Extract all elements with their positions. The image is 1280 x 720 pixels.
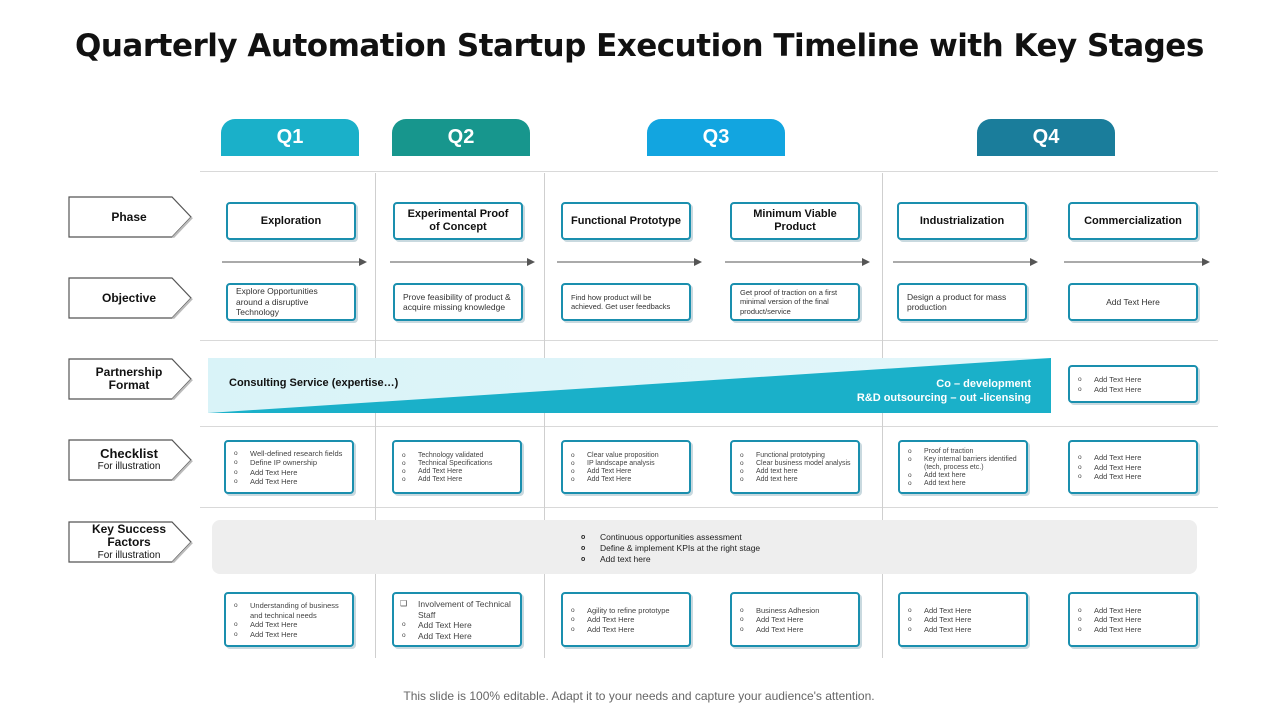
list-item: Add Text Here: [569, 625, 683, 635]
list-item: Add Text Here: [1076, 606, 1190, 616]
quarter-tab-q2: Q2: [392, 119, 530, 156]
checklist-box-5: Proof of traction Key internal barriers …: [898, 440, 1028, 494]
list-item: Add Text Here: [232, 468, 346, 478]
bottom-box-6: Add Text Here Add Text Here Add Text Her…: [1068, 592, 1198, 647]
slide-title: Quarterly Automation Startup Execution T…: [75, 28, 1204, 64]
timeline-arrow: [557, 258, 702, 266]
list-item: Add Text Here: [1076, 472, 1190, 482]
list-item: Define & implement KPIs at the right sta…: [580, 543, 760, 554]
phase-box-mvp: Minimum Viable Product: [730, 202, 860, 240]
list-item: Add Text Here: [1076, 385, 1190, 395]
list-item: Add Text Here: [1076, 453, 1190, 463]
list-item: Add Text Here: [738, 615, 852, 625]
objective-box-3: Find how product will be achieved. Get u…: [561, 283, 691, 321]
list-item: Understanding of business and technical …: [232, 601, 346, 620]
list-item: Add Text Here: [569, 615, 683, 625]
column-divider: [375, 173, 376, 658]
column-divider: [882, 173, 883, 658]
list-item: Add text here: [580, 554, 760, 565]
list-item: Add text here: [738, 476, 852, 484]
list-item: Add Text Here: [569, 476, 683, 484]
key-success-factors-band: Continuous opportunities assessment Defi…: [212, 520, 1197, 574]
list-item: Key internal barriers identified (tech, …: [906, 456, 1020, 472]
list-item: Add Text Here: [906, 615, 1020, 625]
list-item: IP landscape analysis: [569, 460, 683, 468]
footer-note: This slide is 100% editable. Adapt it to…: [403, 689, 875, 703]
timeline-arrow: [222, 258, 367, 266]
list-item: Add Text Here: [400, 468, 514, 476]
quarter-tab-q3: Q3: [647, 119, 785, 156]
objective-box-2: Prove feasibility of product & acquire m…: [393, 283, 523, 321]
timeline-arrow: [390, 258, 535, 266]
phase-box-industrialization: Industrialization: [897, 202, 1027, 240]
list-item: Add text here: [738, 468, 852, 476]
list-item: Clear business model analysis: [738, 460, 852, 468]
list-item: Add Text Here: [1076, 375, 1190, 385]
phase-box-exploration: Exploration: [226, 202, 356, 240]
list-item: Add Text Here: [1076, 463, 1190, 473]
list-item: Add text here: [906, 480, 1020, 488]
list-item: Business Adhesion: [738, 606, 852, 616]
timeline-arrow: [893, 258, 1038, 266]
checklist-box-4: Functional prototyping Clear business mo…: [730, 440, 860, 494]
list-item: Functional prototyping: [738, 452, 852, 460]
phase-box-commercialization: Commercialization: [1068, 202, 1198, 240]
grid-line: [200, 507, 1218, 508]
list-item: Add Text Here: [1076, 615, 1190, 625]
bottom-box-2: Involvement of Technical Staff Add Text …: [392, 592, 522, 647]
checklist-box-3: Clear value proposition IP landscape ana…: [561, 440, 691, 494]
list-item: Well-defined research fields: [232, 449, 346, 459]
objective-box-4: Get proof of traction on a first minimal…: [730, 283, 860, 321]
checklist-box-6: Add Text Here Add Text Here Add Text Her…: [1068, 440, 1198, 494]
phase-box-functional-prototype: Functional Prototype: [561, 202, 691, 240]
list-item: Involvement of Technical Staff: [400, 599, 514, 620]
timeline-arrow: [725, 258, 870, 266]
list-item: Clear value proposition: [569, 452, 683, 460]
list-item: Add Text Here: [232, 620, 346, 630]
grid-line: [200, 426, 1218, 427]
timeline-arrow: [1064, 258, 1210, 266]
quarter-tab-q1: Q1: [221, 119, 359, 156]
list-item: Add Text Here: [400, 620, 514, 631]
list-item: Add Text Here: [400, 476, 514, 484]
list-item: Add Text Here: [906, 625, 1020, 635]
bottom-box-4: Business Adhesion Add Text Here Add Text…: [730, 592, 860, 647]
list-item: Technology validated: [400, 452, 514, 460]
grid-line: [200, 340, 1218, 341]
checklist-box-1: Well-defined research fields Define IP o…: [224, 440, 354, 494]
partnership-consulting-label: Consulting Service (expertise…): [229, 377, 399, 389]
objective-box-1: Explore Opportunities around a disruptiv…: [226, 283, 356, 321]
partnership-right-label: Co – development R&D outsourcing – out -…: [856, 378, 1031, 404]
list-item: Add text here: [906, 472, 1020, 480]
column-divider: [544, 173, 545, 658]
list-item: Add Text Here: [232, 630, 346, 640]
partnership-box-q4: Add Text Here Add Text Here: [1068, 365, 1198, 403]
list-item: Add Text Here: [400, 631, 514, 642]
bottom-box-5: Add Text Here Add Text Here Add Text Her…: [898, 592, 1028, 647]
list-item: Agility to refine prototype: [569, 606, 683, 616]
bottom-box-1: Understanding of business and technical …: [224, 592, 354, 647]
bottom-box-3: Agility to refine prototype Add Text Her…: [561, 592, 691, 647]
list-item: Define IP ownership: [232, 458, 346, 468]
objective-box-6: Add Text Here: [1068, 283, 1198, 321]
list-item: Add Text Here: [569, 468, 683, 476]
list-item: Add Text Here: [1076, 625, 1190, 635]
partnership-banner: [208, 358, 1051, 413]
phase-box-proof-of-concept: Experimental Proof of Concept: [393, 202, 523, 240]
quarter-tab-q4: Q4: [977, 119, 1115, 156]
list-item: Continuous opportunities assessment: [580, 532, 760, 543]
objective-box-5: Design a product for mass production: [897, 283, 1027, 321]
list-item: Add Text Here: [906, 606, 1020, 616]
row-label-phase: Phase: [68, 196, 193, 238]
row-label-objective: Objective: [68, 277, 193, 319]
grid-line: [200, 171, 1218, 172]
list-item: Add Text Here: [738, 625, 852, 635]
checklist-box-2: Technology validated Technical Specifica…: [392, 440, 522, 494]
list-item: Proof of traction: [906, 448, 1020, 456]
list-item: Add Text Here: [232, 477, 346, 487]
list-item: Technical Specifications: [400, 460, 514, 468]
